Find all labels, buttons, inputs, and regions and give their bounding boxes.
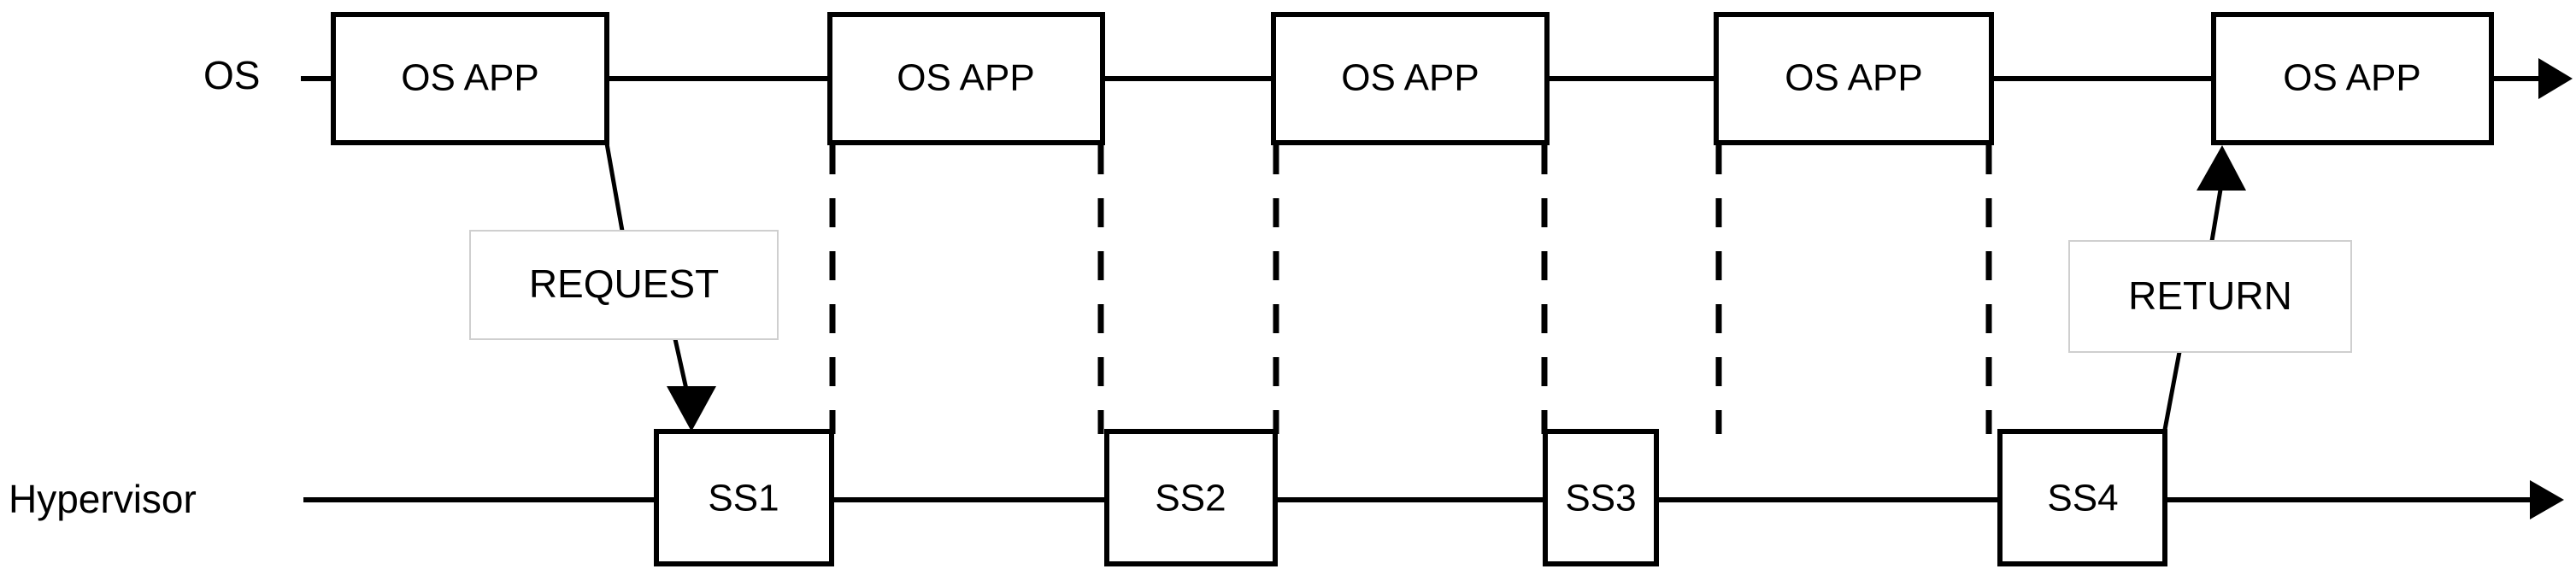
os-lane-end-arrow-icon	[2538, 58, 2573, 99]
return-label-text: RETURN	[2128, 273, 2292, 318]
os-app-label-2: OS APP	[897, 57, 1034, 99]
ss-label-3: SS3	[1565, 478, 1636, 519]
message-request[interactable]: REQUEST	[469, 230, 779, 340]
os-app-node-5[interactable]: OS APP	[2211, 12, 2494, 145]
hypervisor-node-ss2[interactable]: SS2	[1104, 429, 1278, 566]
os-app-label-4: OS APP	[1785, 57, 1922, 99]
ss-box-2[interactable]	[1104, 429, 1278, 566]
request-arrow-upper-segment	[604, 143, 625, 232]
request-label-box[interactable]	[469, 230, 779, 340]
ss-box-3[interactable]	[1543, 429, 1659, 566]
lane-label-os: OS	[203, 53, 260, 97]
lane-label-hypervisor: Hypervisor	[9, 477, 197, 521]
os-app-box-1[interactable]	[331, 12, 609, 145]
os-app-box-4[interactable]	[1714, 12, 1994, 145]
os-app-box-5[interactable]	[2211, 12, 2494, 145]
os-app-node-1[interactable]: OS APP	[331, 12, 609, 145]
os-app-node-2[interactable]: OS APP	[827, 12, 1105, 145]
os-app-node-3[interactable]: OS APP	[1271, 12, 1550, 145]
return-label-box[interactable]	[2068, 240, 2352, 353]
request-arrow-head-icon	[667, 386, 716, 431]
os-app-node-4[interactable]: OS APP	[1714, 12, 1994, 145]
os-app-label-1: OS APP	[401, 57, 538, 99]
os-app-label-5: OS APP	[2283, 57, 2420, 99]
hypervisor-node-ss1[interactable]: SS1	[654, 429, 834, 566]
return-arrow-upper-segment	[2209, 189, 2223, 242]
hypervisor-node-ss3[interactable]: SS3	[1543, 429, 1659, 566]
hv-lane-end-arrow-icon	[2530, 480, 2564, 519]
ss-label-1: SS1	[708, 478, 779, 519]
ss-box-1[interactable]	[654, 429, 834, 566]
os-app-box-2[interactable]	[827, 12, 1105, 145]
ss-label-4: SS4	[2047, 478, 2118, 519]
os-app-box-3[interactable]	[1271, 12, 1550, 145]
hypervisor-node-ss4[interactable]: SS4	[1997, 429, 2167, 566]
request-label-text: REQUEST	[529, 261, 719, 306]
ss-box-4[interactable]	[1997, 429, 2167, 566]
message-return[interactable]: RETURN	[2068, 240, 2352, 353]
os-app-label-3: OS APP	[1341, 57, 1479, 99]
return-arrow-lower-segment	[2161, 351, 2182, 435]
ss-label-2: SS2	[1155, 478, 1226, 519]
return-arrow-head-icon	[2197, 145, 2246, 191]
